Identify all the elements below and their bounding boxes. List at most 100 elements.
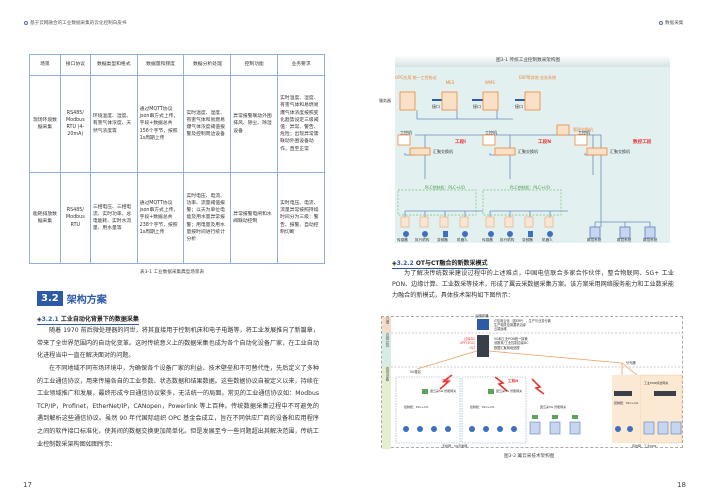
table-cell: 实时电压、电流、流量异常按照持续时间分为三级：警告、报警、自动控制切断 [277, 172, 325, 264]
table-header: 业务要求 [277, 54, 325, 76]
table-row: 能耗排放数据采集 RS485/ Modbus RTU 三相电压、三相电流、实时功… [29, 172, 325, 264]
table-cell: 实时电压、电流、功率、流量阈值报警；以天为单位电能及用水量异常报警；用电量及用水… [183, 172, 232, 264]
cloud-label: 云服务器 [475, 314, 489, 318]
table-cell: 实时温度、湿度、有害气体和易燃易爆气体浓度按照变化趋势设定三级阈值：异常、警告、… [277, 75, 325, 173]
interface-label: 接口 [432, 104, 440, 109]
body-paragraph: 随着 1970 前后微处理器的问世，将其直接用于控制机床和电子电路等，将工业发展… [37, 327, 319, 360]
device-label: 变频器 [522, 238, 533, 242]
subsection-title: 工业自动化背景下的数据采集 [60, 316, 139, 323]
table-cell: 异常报警电闸和水阀联动控制 [230, 172, 279, 264]
subsection-number: 3.2.2 [396, 260, 414, 267]
cnc-label: 数控系统 [643, 238, 658, 242]
circle-bullet-icon [659, 21, 663, 25]
segment-label: 工段I [442, 379, 451, 383]
running-header-left: 基于云网融合的工业数据采集的云化控制白皮书 [24, 20, 126, 26]
device-label: 执行机构 [415, 238, 430, 242]
table-cell: 环境温度、湿度、有害气体浓度、天然气浓度等 [89, 75, 138, 173]
cnc-label: 数控系统 [617, 238, 632, 242]
table-cell: 三相电压、三相电流、实时功率、总电能耗、实时水流量、用水量等 [89, 172, 138, 264]
table-header: 场景 [29, 54, 61, 76]
table-header: 控制功能 [230, 54, 279, 76]
table-cell: RS485/ Modbus RTU (4-20mA) [59, 75, 91, 173]
segment-label: 数控工段 [633, 140, 652, 145]
wireless-net-label: 无线网：5G定制网 [442, 444, 468, 448]
mgmt-switch-label: 管理交换机 [573, 127, 593, 132]
section-heading: 3.2 架构方案 [37, 291, 107, 306]
plc-cabinet-label: PLC控制柜：PLC+I/O [510, 185, 550, 190]
table-cell: 能耗排放数据采集 [29, 172, 61, 264]
server-label: WMS [485, 80, 495, 85]
server-label: OPC应用 统一工控协议 [395, 75, 437, 80]
agg-switch-label: 汇聚交换机 [610, 149, 630, 154]
interface-label: 接口 [515, 104, 523, 109]
device-label: 传感器 [482, 238, 493, 242]
interface-label: 接口 [473, 104, 481, 109]
layer-label-field: 现场设备 [382, 367, 391, 449]
header-text: 数据采集 [665, 21, 684, 26]
gateway-label: 翼云采5G 智能网关 [496, 389, 523, 393]
note: IT应用云化（如ERP），生产与业务分离 [494, 319, 551, 323]
note: 生产相关应用要求边缘 [494, 323, 526, 328]
figure2-lines [391, 319, 684, 444]
figure2-diagram: 云端 边缘计算 现场设备 云服务器 IT应用云化（如ERP），生产与业务分离生产… [381, 314, 684, 449]
table-header: 数据分析处理 [183, 54, 232, 76]
figure1-lines [397, 91, 656, 239]
table-cell: 现场环境数据采集 [29, 75, 61, 173]
segment-label: 工段N [508, 379, 519, 383]
body-paragraph: 在不同地域不同市场环境中，为确保各个设备厂家的利益、技术壁垒和不可替代性，先后定… [37, 365, 319, 448]
subsection-heading: ◈3.2.1 工业自动化背景下的数据采集 [37, 316, 139, 325]
table-row: 现场环境数据采集 RS485/ Modbus RTU (4-20mA) 环境温度… [29, 75, 325, 173]
device-label: 执行机构 [500, 238, 515, 242]
table-header: 数据量和频度 [136, 54, 185, 76]
section-number: 3.2 [37, 291, 63, 306]
figure1-device-labels: 传感器 执行机构 变频器 机器人 传感器 执行机构 变频器 机器人 数控系统 数… [395, 238, 670, 244]
cnc-label: 数控系统 [587, 238, 602, 242]
plc-label: 控制柜：PLC+I/O [470, 405, 495, 409]
section-title: 架构方案 [66, 295, 107, 306]
device-label: 变频器 [437, 238, 448, 242]
server-row-label: 服务器 [379, 98, 391, 103]
table-header-row: 场景 接口协议 数据类型和格式 数据量和频度 数据分析处理 控制功能 业务要求 [29, 54, 325, 76]
plc-cabinet-label: PLC控制柜：PLC+I/O [425, 185, 465, 190]
splitter-label: 分光器 [626, 361, 636, 365]
body-paragraph: 为了解决传统数采建设过程中的上述难点，中国电信联合多家合作伙伴，整合物联网、5G… [392, 270, 674, 299]
layer-label-edge: 边缘计算 [382, 333, 391, 367]
gateway-label: 翼云采5G 智能网关 [540, 405, 567, 409]
header-text: 基于云网融合的工业数据采集的云化控制白皮书 [30, 21, 127, 26]
pon-gateway-label: 工业PON综合网关 [644, 381, 669, 385]
ipc-label: 工控机 [400, 130, 412, 135]
device-label: 机器人 [542, 238, 553, 242]
base-station-label: 5G基站 [410, 370, 421, 374]
circle-bullet-icon [24, 21, 28, 25]
layer-label-cloud: 云端 [382, 317, 391, 333]
figure2-caption: 图3-2 翼云采技术架构图 [504, 454, 555, 459]
page-number: 17 [23, 481, 32, 489]
cloud-notes: IT应用云化（如ERP），生产与业务分离生产相关应用要求边缘云端运维 [494, 319, 551, 332]
device-label: 机器人 [457, 238, 468, 242]
page-number: 18 [677, 481, 686, 489]
segment-label: 工段N [538, 140, 552, 145]
note: 数据汇聚就地处理 [494, 345, 520, 350]
table-cell: RS485/ Modbus RTU [59, 172, 91, 264]
table-cell: 通过MQTT协议json串方式上传，字段+数据总共156个字节，按照1s周期上传 [136, 75, 185, 173]
table-caption: 表3-1 工业数据采集典型场景表 [140, 270, 205, 275]
edge-label: UPF(5GC) [460, 341, 476, 346]
table-header: 接口协议 [59, 54, 91, 76]
figure1-diagram: OPC应用 统一工控协议 MES WMS ERP等其他 业务系统 服务器 接口 … [379, 67, 670, 243]
gateway-label: 翼云采5G 智能网关 [430, 389, 457, 393]
note: 设数采/工业控制边缘DC [494, 341, 529, 346]
edge-label: 边缘DC [464, 337, 476, 341]
table-cell: 通过MQTT协议json串方式上传，字段+数据总共238个字节，按照1s周期上传 [136, 172, 185, 264]
subsection-title: OT与CT融合的新数采模式 [415, 260, 488, 267]
ipc-label: 工控机 [578, 130, 590, 135]
table-cell: 实时温度、湿度、有害气体和易燃易爆气体浓度阈值报警及控制周边设备 [183, 75, 232, 173]
data-collection-table: 场景 接口协议 数据类型和格式 数据量和频度 数据分析处理 控制功能 业务要求 … [29, 54, 325, 264]
running-header-right: 数据采集 [659, 20, 683, 26]
plc-label: 控制柜：PLC+I/O [404, 405, 429, 409]
plc-label: 控制柜：PLC+I/O [614, 401, 639, 405]
table-cell: 异常报警联动外围排风、除尘、除湿设备 [230, 75, 279, 173]
figure1-title: 图3-1 传统工业控制数采架构图 [496, 58, 561, 63]
segment-label: 工段I [455, 140, 466, 145]
edge-label: OLT [469, 345, 476, 350]
